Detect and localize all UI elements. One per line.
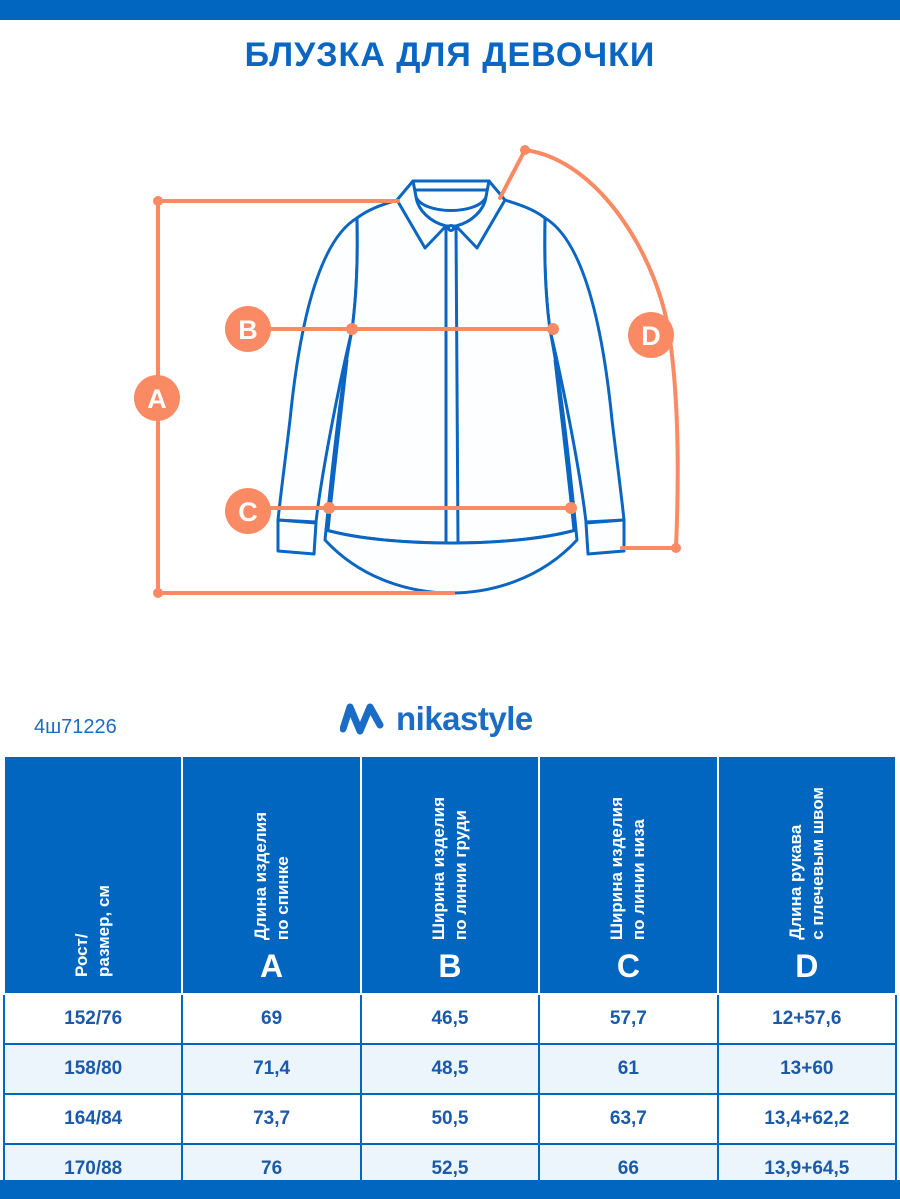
svg-text:D: D	[641, 321, 661, 351]
collar-left	[395, 179, 448, 250]
svg-text:A: A	[147, 384, 167, 414]
collar-right	[454, 179, 507, 250]
marker-a: A	[134, 375, 180, 421]
collar-band	[411, 179, 491, 212]
blouse-measurement-diagram: A B C D	[134, 145, 681, 598]
brand-name: nikastyle	[396, 700, 533, 737]
top-bar	[0, 0, 900, 20]
svg-text:C: C	[238, 497, 258, 527]
size-table: Рост/ размер, см Длина изделия по спинке…	[2, 757, 898, 1195]
table-header-row: Рост/ размер, см Длина изделия по спинке…	[2, 757, 898, 995]
marker-b: B	[225, 306, 271, 352]
marker-c: C	[225, 488, 271, 534]
svg-text:B: B	[238, 315, 258, 345]
placket	[444, 224, 460, 545]
marker-d: D	[628, 312, 674, 358]
button	[447, 224, 455, 232]
page-title: БЛУЗКА ДЛЯ ДЕВОЧКИ	[244, 36, 656, 74]
nikastyle-wave-icon	[340, 703, 384, 735]
shirt-tail	[323, 528, 579, 595]
header-size: Рост/ размер, см	[2, 757, 184, 995]
bottom-bar	[0, 1180, 900, 1199]
left-cuff	[276, 518, 318, 556]
brand-logo: nikastyle	[340, 700, 533, 738]
blouse-outline	[276, 179, 626, 595]
article-number: 4ш71226	[34, 716, 117, 738]
right-cuff	[584, 518, 626, 556]
